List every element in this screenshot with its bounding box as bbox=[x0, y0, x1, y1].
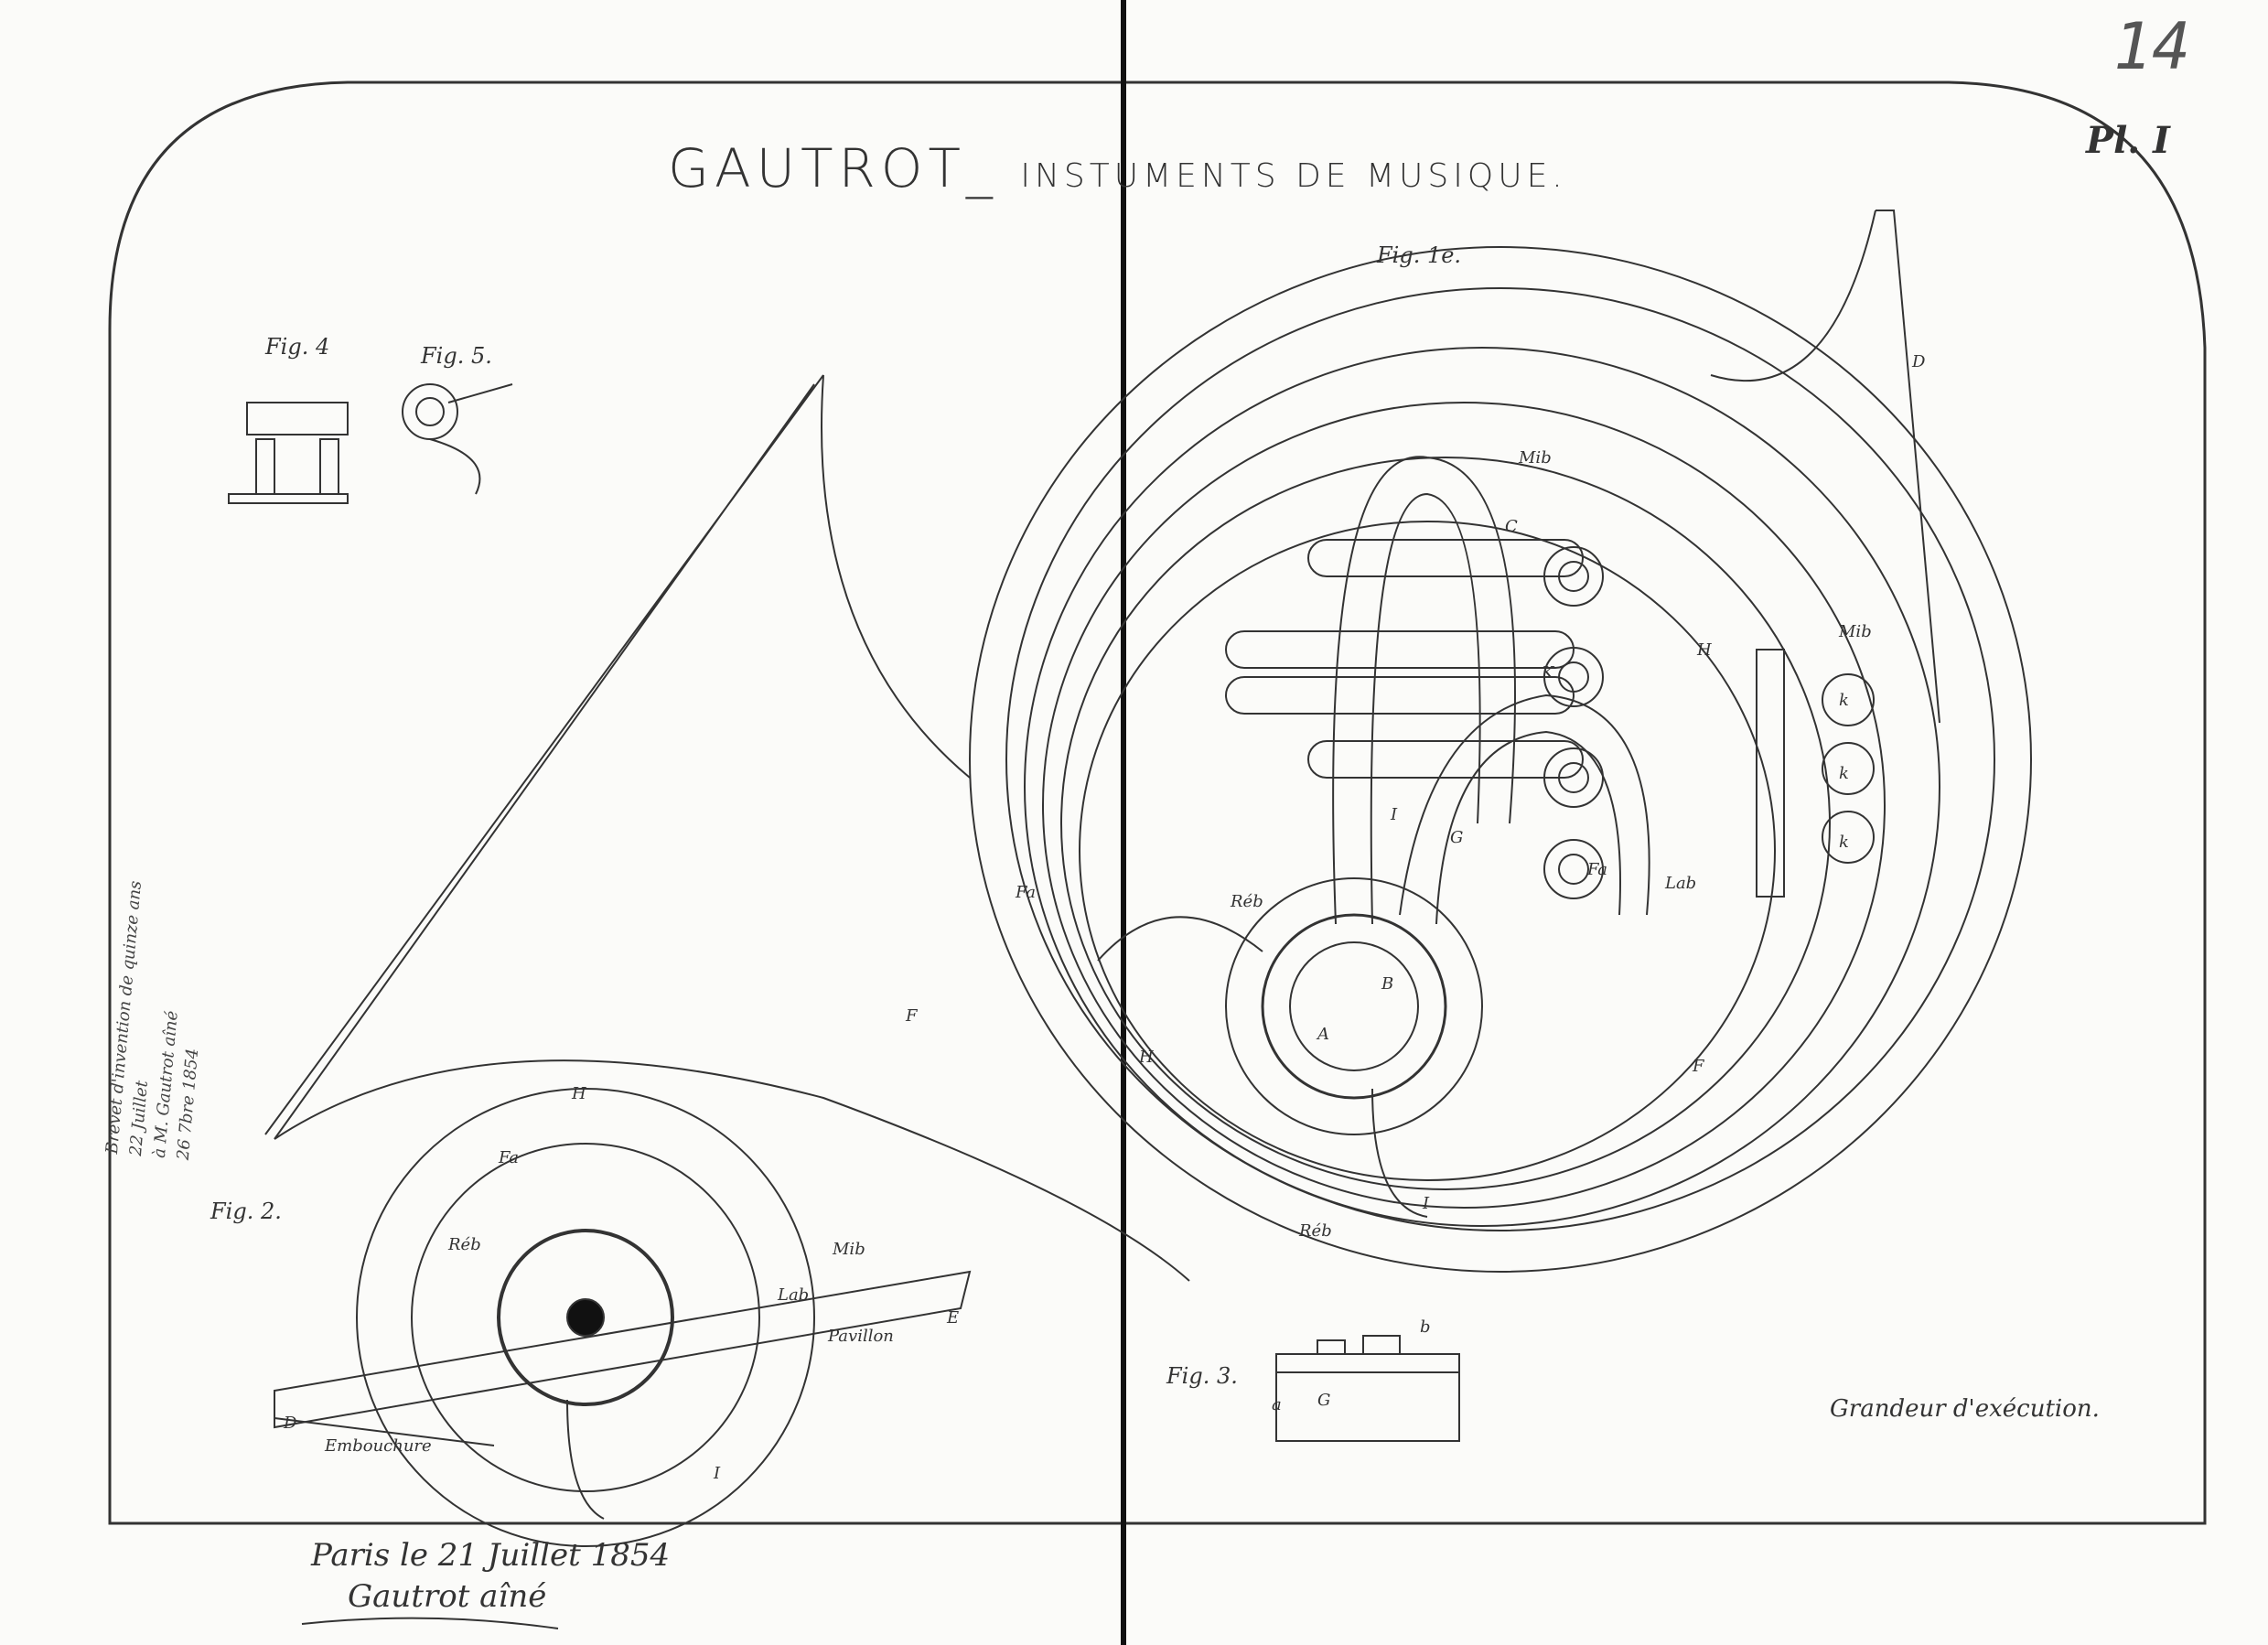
label-B: B bbox=[1381, 974, 1394, 994]
label-b: b bbox=[1420, 1317, 1431, 1337]
label-I: I bbox=[714, 1464, 721, 1483]
fig1-horn-coil bbox=[969, 246, 2032, 1273]
signature-place-date: Paris le 21 Juillet 1854 bbox=[311, 1537, 671, 1574]
fig1-label: Fig. 1e. bbox=[1377, 242, 1462, 268]
label-D: D bbox=[284, 1414, 297, 1433]
page-title: GAUTROT_ INSTUMENTS DE MUSIQUE. bbox=[668, 137, 1567, 199]
label-D: D bbox=[1912, 352, 1926, 371]
label-pavillon: Pavillon bbox=[828, 1327, 894, 1346]
label-Lab: Lab bbox=[778, 1285, 810, 1305]
scale-note: Grandeur d'exécution. bbox=[1830, 1395, 2100, 1423]
label-A: A bbox=[1317, 1025, 1329, 1044]
label-H: H bbox=[1139, 1048, 1154, 1067]
plate-frame bbox=[108, 81, 2207, 1525]
label-a: a bbox=[1272, 1395, 1282, 1414]
label-Mib: Mib bbox=[1519, 448, 1552, 468]
signature-name: Gautrot aîné bbox=[348, 1578, 547, 1615]
fig4-label: Fig. 4 bbox=[265, 334, 330, 360]
label-I: I bbox=[1423, 1194, 1430, 1213]
label-Fa: Fa bbox=[499, 1148, 519, 1167]
fig2-bell-curve bbox=[274, 1059, 1190, 1282]
label-K: K bbox=[1542, 663, 1554, 683]
label-Reb: Réb bbox=[1299, 1221, 1332, 1241]
label-G: G bbox=[1450, 828, 1464, 847]
page-number: 14 bbox=[2113, 9, 2191, 84]
fig2-bell-cone bbox=[264, 374, 824, 1140]
fig4-valve bbox=[228, 402, 349, 504]
label-k: k bbox=[1839, 691, 1849, 710]
label-G: G bbox=[1317, 1391, 1331, 1410]
label-Reb: Réb bbox=[1231, 892, 1263, 911]
label-Mib: Mib bbox=[833, 1240, 865, 1259]
fig5-label: Fig. 5. bbox=[421, 343, 492, 369]
signature-flourish bbox=[301, 1617, 559, 1629]
fig3-valve bbox=[1275, 1335, 1460, 1442]
label-H: H bbox=[572, 1084, 586, 1103]
fig5-valve bbox=[402, 383, 513, 495]
fig3-label: Fig. 3. bbox=[1166, 1363, 1238, 1389]
label-E: E bbox=[947, 1308, 960, 1328]
label-Fa: Fa bbox=[1016, 883, 1036, 902]
label-I: I bbox=[1391, 805, 1398, 824]
label-embouchure: Embouchure bbox=[325, 1436, 432, 1456]
label-C: C bbox=[1505, 517, 1518, 536]
label-Fa: Fa bbox=[1587, 860, 1607, 879]
fig1-valve-tubes bbox=[1225, 539, 1875, 899]
fig2-label: Fig. 2. bbox=[210, 1199, 282, 1224]
label-k: k bbox=[1839, 833, 1849, 852]
label-H: H bbox=[1697, 640, 1712, 660]
label-F: F bbox=[1693, 1057, 1704, 1076]
label-Lab: Lab bbox=[1665, 874, 1697, 893]
label-Mib: Mib bbox=[1839, 622, 1872, 641]
label-Reb: Réb bbox=[448, 1235, 481, 1254]
plate-number: Pl. I bbox=[2086, 119, 2170, 162]
title-subject: INSTUMENTS DE MUSIQUE. bbox=[1020, 157, 1567, 195]
label-F: F bbox=[906, 1006, 918, 1026]
fig2-rotary bbox=[274, 1088, 972, 1547]
label-k: k bbox=[1839, 764, 1849, 783]
title-maker: GAUTROT_ bbox=[668, 137, 998, 199]
fig1-bell bbox=[1710, 210, 1940, 724]
